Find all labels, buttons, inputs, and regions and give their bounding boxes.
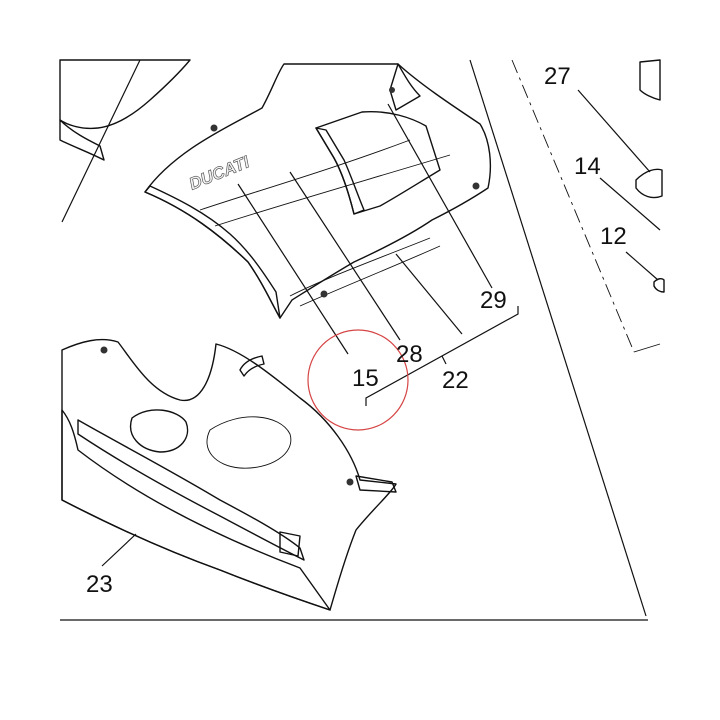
callout-15: 15 bbox=[352, 365, 379, 392]
leader-28 bbox=[289, 171, 401, 341]
group-bracket-tick bbox=[441, 355, 447, 365]
right-edge-parts bbox=[635, 59, 665, 293]
leader-22 bbox=[395, 253, 463, 335]
fastener bbox=[346, 478, 354, 486]
callout-12: 12 bbox=[600, 223, 627, 250]
fastener bbox=[389, 87, 395, 93]
leader-12 bbox=[625, 251, 659, 281]
callout-23: 23 bbox=[86, 571, 113, 598]
leader-27 bbox=[577, 89, 651, 173]
fastener bbox=[472, 182, 480, 190]
top-left-leader bbox=[61, 59, 141, 223]
leader-23 bbox=[101, 533, 137, 567]
callout-27: 27 bbox=[544, 63, 571, 90]
callout-28: 28 bbox=[396, 341, 423, 368]
leader-15 bbox=[237, 183, 349, 355]
short-right-line bbox=[633, 343, 661, 353]
right-frame-line bbox=[469, 59, 647, 617]
callout-14: 14 bbox=[574, 153, 601, 180]
callout-29: 29 bbox=[480, 287, 507, 314]
highlight-circle bbox=[307, 329, 409, 431]
ducati-logo: DUCATI bbox=[186, 152, 253, 194]
lower-belly-panel bbox=[61, 338, 397, 611]
leader-lines bbox=[101, 89, 661, 567]
leader-29 bbox=[387, 103, 493, 289]
leader-14 bbox=[599, 177, 661, 231]
fastener bbox=[320, 290, 328, 298]
fastener bbox=[100, 346, 108, 354]
fastener bbox=[210, 124, 218, 132]
upper-fairing-panel: DUCATI bbox=[144, 63, 492, 319]
dashed-frame-line bbox=[511, 59, 635, 353]
top-left-panel bbox=[59, 59, 191, 223]
callout-22: 22 bbox=[442, 367, 469, 394]
